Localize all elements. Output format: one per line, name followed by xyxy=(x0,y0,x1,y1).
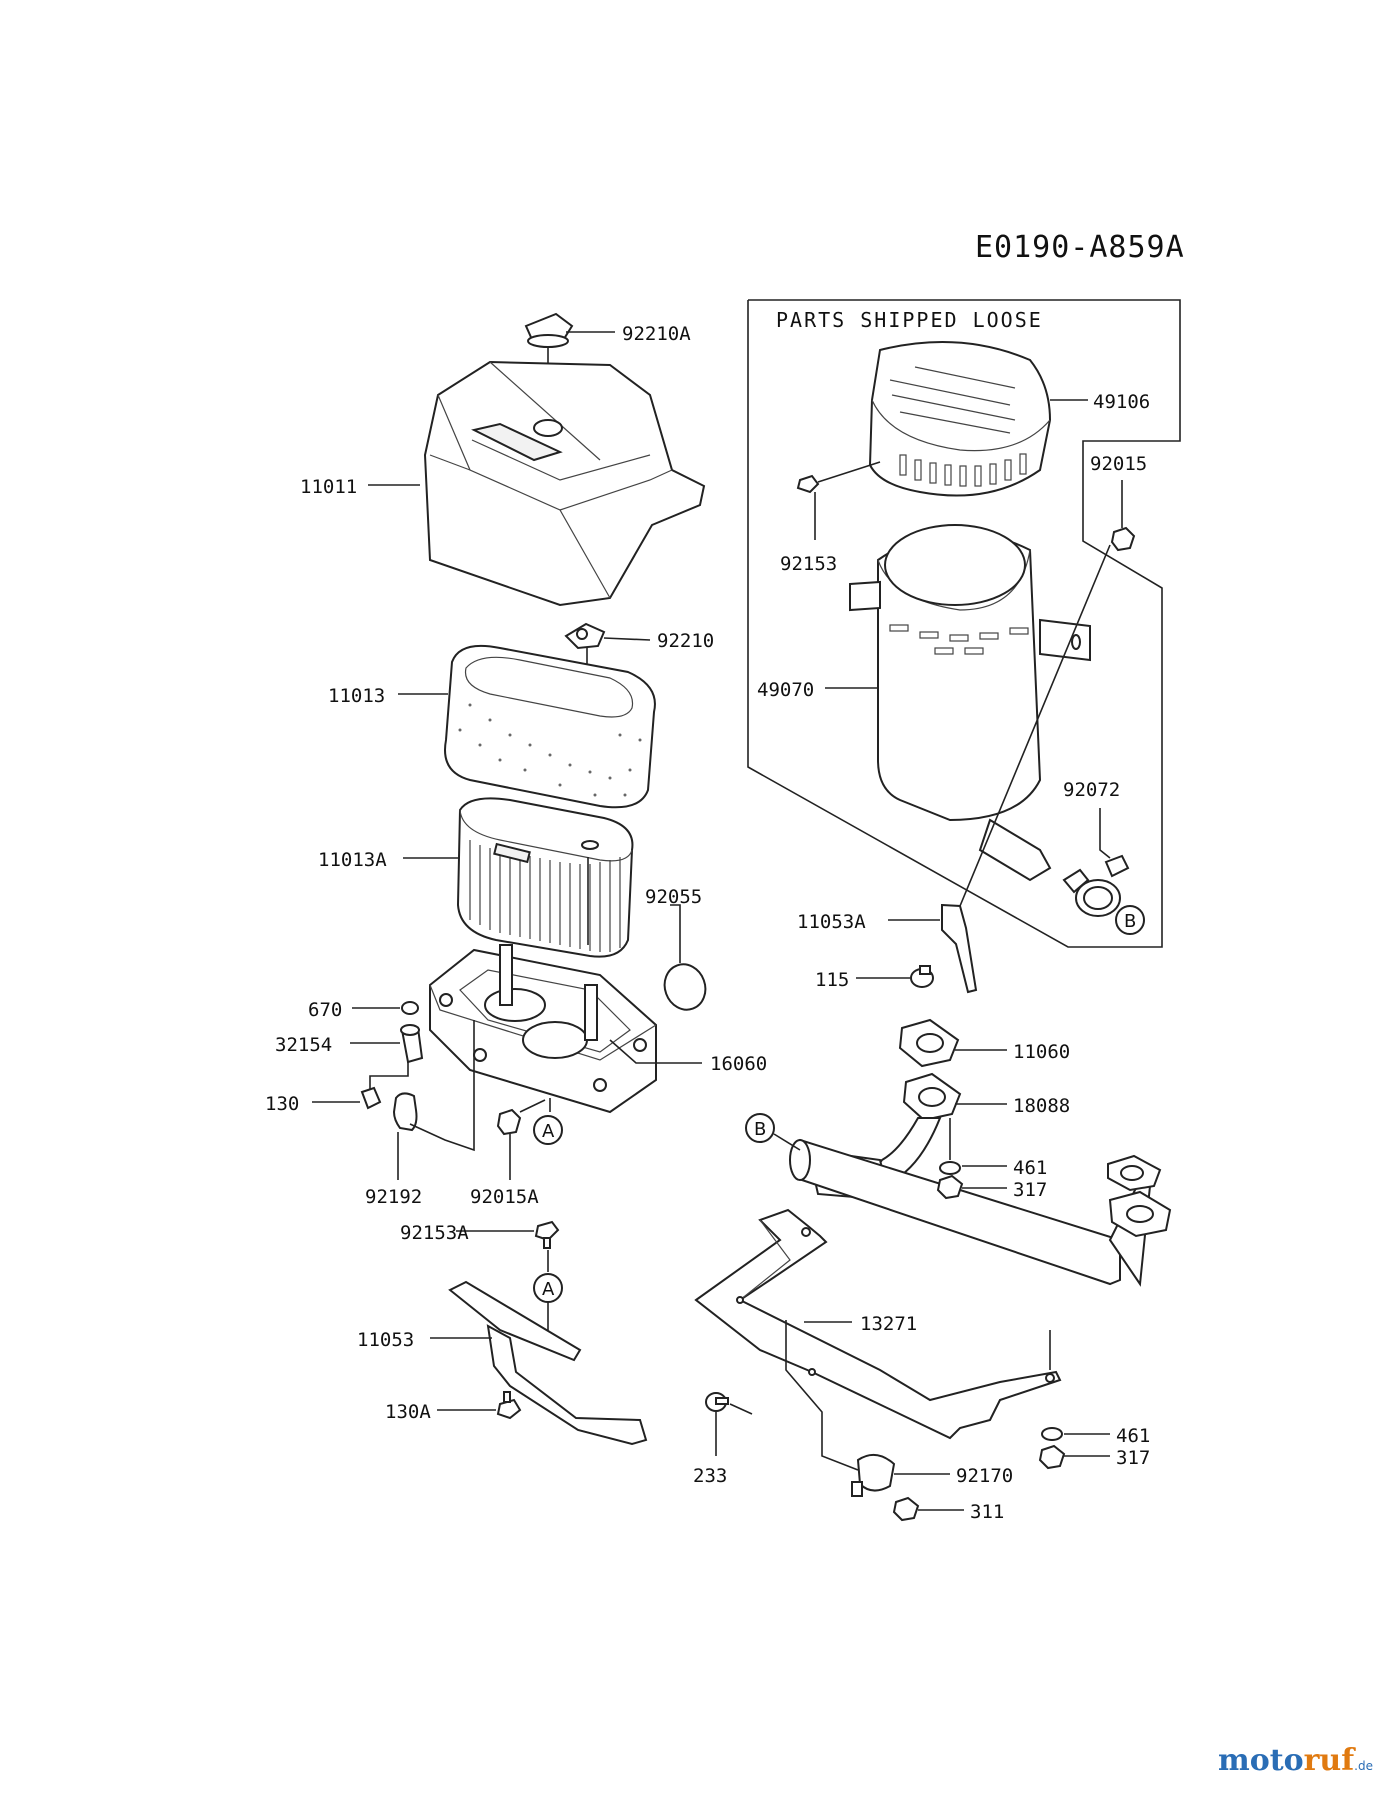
muffler-49070 xyxy=(849,524,1091,882)
label-49070: 49070 xyxy=(757,679,814,701)
nut-92015A xyxy=(496,1108,522,1136)
paper-element-11013A xyxy=(456,797,634,958)
clamp-92072 xyxy=(1062,854,1130,917)
label-92055: 92055 xyxy=(645,886,702,908)
label-92153A: 92153A xyxy=(400,1222,469,1244)
label-11060: 11060 xyxy=(1013,1041,1070,1063)
label-11013: 11013 xyxy=(328,685,385,707)
label-11053A: 11053A xyxy=(797,911,866,933)
nut-317-upper xyxy=(936,1174,964,1200)
clip-92210 xyxy=(564,622,606,650)
label-49106: 49106 xyxy=(1093,391,1150,413)
label-311: 311 xyxy=(970,1501,1004,1523)
clamp-92170 xyxy=(851,1453,896,1497)
label-92015A: 92015A xyxy=(470,1186,539,1208)
diagram-code: E0190-A859A xyxy=(975,230,1185,265)
bolt-92153 xyxy=(796,474,820,494)
foam-prefilter-11013 xyxy=(444,644,656,809)
exhaust-pipe-18088 xyxy=(789,1072,1172,1287)
label-92210: 92210 xyxy=(657,630,714,652)
ref-b-upper xyxy=(1115,905,1145,935)
svg-text:motoruf.de: motoruf.de xyxy=(1218,1743,1373,1778)
svg-text:A: A xyxy=(542,1279,555,1300)
bracket-11053A xyxy=(941,903,978,994)
clamp-130 xyxy=(360,1086,382,1110)
fitting-32154 xyxy=(400,1024,424,1064)
bolt-92153A xyxy=(534,1220,560,1249)
bracket-11053 xyxy=(448,1280,648,1446)
label-11053: 11053 xyxy=(357,1329,414,1351)
washer-461-upper xyxy=(939,1161,961,1175)
label-130A: 130A xyxy=(385,1401,431,1423)
muffler-guard-49106 xyxy=(868,341,1052,497)
label-11013A: 11013A xyxy=(318,849,387,871)
washer-670 xyxy=(401,1001,419,1015)
heat-shield-13271 xyxy=(694,1208,1062,1440)
nut-317-lower xyxy=(1038,1444,1066,1470)
label-92015: 92015 xyxy=(1090,453,1147,475)
gasket-11060 xyxy=(898,1018,960,1068)
label-670: 670 xyxy=(308,999,342,1021)
o-ring-92055 xyxy=(663,963,707,1011)
bolt-115 xyxy=(910,965,934,988)
nut-311 xyxy=(892,1496,920,1522)
svg-text:B: B xyxy=(754,1119,766,1140)
label-92170: 92170 xyxy=(956,1465,1013,1487)
label-32154: 32154 xyxy=(275,1034,332,1056)
screw-233 xyxy=(705,1392,729,1412)
label-92153: 92153 xyxy=(780,553,837,575)
label-317-lower: 317 xyxy=(1116,1447,1150,1469)
nut-92015 xyxy=(1110,526,1136,552)
shipped-loose-box xyxy=(747,299,1181,948)
label-13271: 13271 xyxy=(860,1313,917,1335)
label-18088: 18088 xyxy=(1013,1095,1070,1117)
label-233: 233 xyxy=(693,1465,727,1487)
washer-461-lower xyxy=(1041,1427,1063,1441)
svg-text:A: A xyxy=(542,1121,555,1142)
watermark-logo: motoruf.de xyxy=(1218,1743,1373,1778)
ref-b-lower xyxy=(745,1113,775,1143)
label-16060: 16060 xyxy=(710,1053,767,1075)
label-461-upper: 461 xyxy=(1013,1157,1047,1179)
label-130: 130 xyxy=(265,1093,299,1115)
air-cleaner-base-16060 xyxy=(429,944,657,1114)
label-92210A: 92210A xyxy=(622,323,691,345)
label-92192: 92192 xyxy=(365,1186,422,1208)
hose-92192 xyxy=(392,1092,418,1132)
shipped-loose-title: PARTS SHIPPED LOOSE xyxy=(776,308,1043,332)
svg-text:B: B xyxy=(1124,911,1136,932)
bolt-130A xyxy=(496,1391,522,1420)
ref-a-upper xyxy=(533,1115,563,1145)
label-115: 115 xyxy=(815,969,849,991)
label-461-lower: 461 xyxy=(1116,1425,1150,1447)
label-11011: 11011 xyxy=(300,476,357,498)
label-92072: 92072 xyxy=(1063,779,1120,801)
knob-92210A xyxy=(524,312,574,348)
label-317-upper: 317 xyxy=(1013,1179,1047,1201)
air-cleaner-cover-11011 xyxy=(423,360,706,607)
